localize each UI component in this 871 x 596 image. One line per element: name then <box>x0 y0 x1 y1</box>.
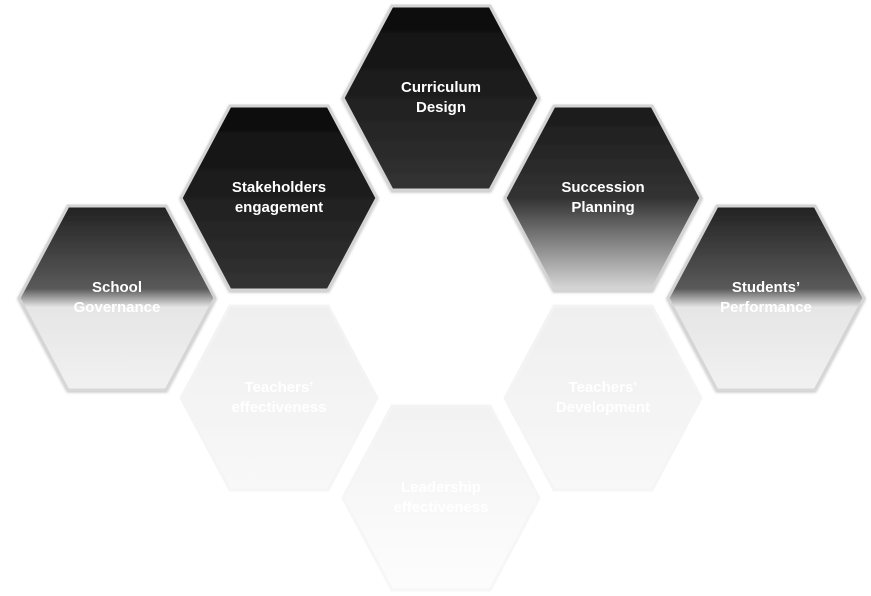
hexagon-teachers-effectiveness <box>179 304 379 492</box>
hexagon-teachers-development <box>503 304 703 492</box>
hexagon-curriculum-design <box>341 4 541 192</box>
hexagon-students-performance <box>666 204 866 392</box>
hexagon-leadership-effectiveness <box>341 404 541 592</box>
hexagon-succession-planning <box>503 104 703 292</box>
hexagon-school-governance <box>17 204 217 392</box>
hexagon-stakeholders-engagement <box>179 104 379 292</box>
